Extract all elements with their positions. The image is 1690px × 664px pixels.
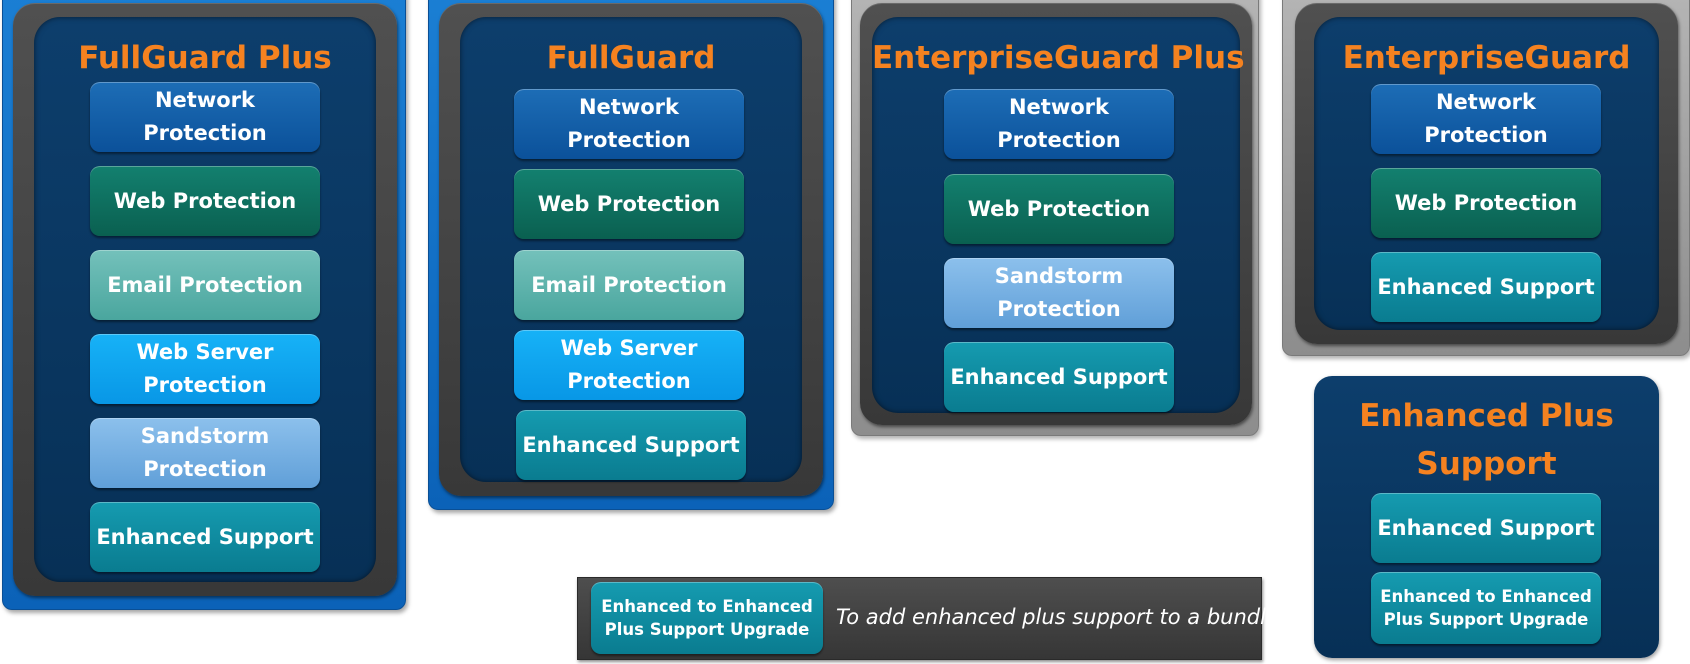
module-enhanced-support: Enhanced Support xyxy=(516,410,746,480)
legend-description: To add enhanced plus support to a bundle xyxy=(836,605,1279,629)
module-sandstorm-protection: Sandstorm Protection xyxy=(90,418,320,488)
module-enhanced-support: Enhanced Support xyxy=(90,502,320,572)
bundle-title: EnterpriseGuard Plus xyxy=(872,40,1245,76)
module-sandstorm-protection: Sandstorm Protection xyxy=(944,258,1174,328)
module-web-server-protection: Web Server Protection xyxy=(514,330,744,400)
module-web-protection: Web Protection xyxy=(1371,168,1601,238)
module-network-protection: Network Protection xyxy=(90,82,320,152)
module-network-protection: Network Protection xyxy=(944,89,1174,159)
module-enhanced-support: Enhanced Support xyxy=(944,342,1174,412)
enhanced-plus-support-title: Enhanced Plus Support xyxy=(1359,398,1614,482)
module-network-protection: Network Protection xyxy=(514,89,744,159)
module-network-protection: Network Protection xyxy=(1371,84,1601,154)
bundle-title: FullGuard xyxy=(546,40,716,76)
module-email-protection: Email Protection xyxy=(90,250,320,320)
module-web-protection: Web Protection xyxy=(90,166,320,236)
legend-enhanced-plus-upgrade: Enhanced to Enhanced Plus Support Upgrad… xyxy=(591,582,823,654)
bundle-title: FullGuard Plus xyxy=(78,40,332,76)
module-email-protection: Email Protection xyxy=(514,250,744,320)
bundle-title: EnterpriseGuard xyxy=(1342,40,1631,76)
module-enhanced-support: Enhanced Support xyxy=(1371,493,1601,563)
module-enhanced-support: Enhanced Support xyxy=(1371,252,1601,322)
module-web-server-protection: Web Server Protection xyxy=(90,334,320,404)
module-web-protection: Web Protection xyxy=(514,169,744,239)
module-web-protection: Web Protection xyxy=(944,174,1174,244)
module-enhanced-plus-upgrade: Enhanced to Enhanced Plus Support Upgrad… xyxy=(1371,572,1601,644)
